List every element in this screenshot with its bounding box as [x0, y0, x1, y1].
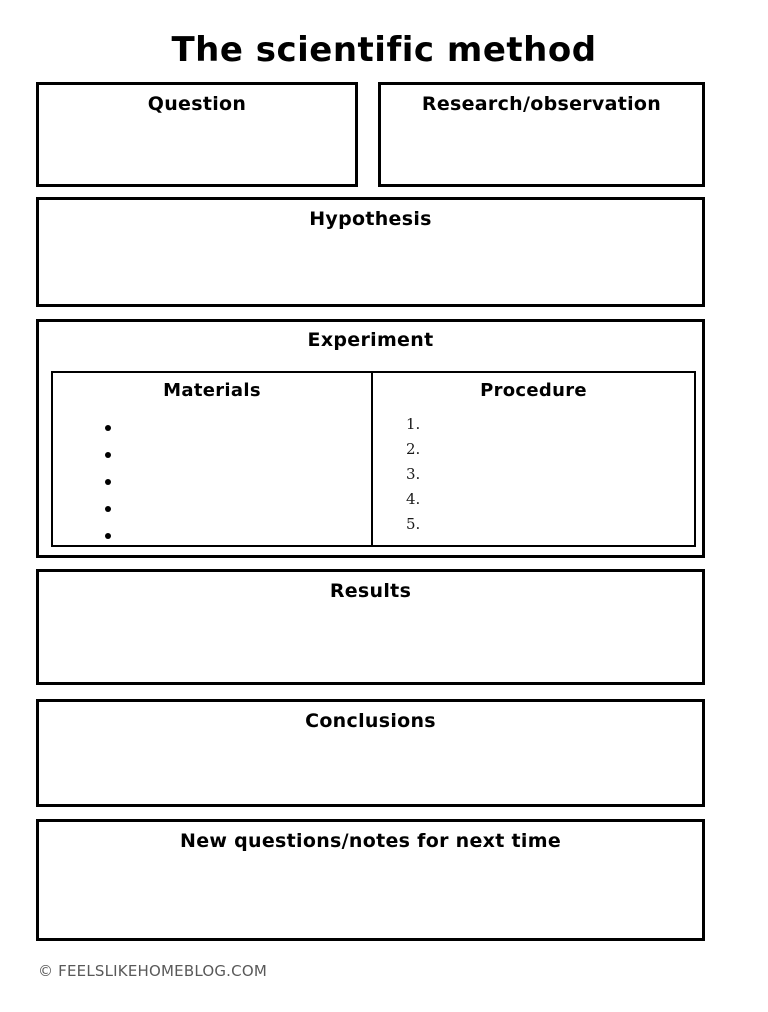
list-item[interactable]	[105, 414, 371, 441]
list-item[interactable]: 1.	[406, 415, 421, 433]
section-conclusions[interactable]: conclusions	[36, 699, 705, 807]
section-materials-heading: materials	[163, 380, 261, 401]
list-item[interactable]: 4.	[406, 490, 421, 508]
section-procedure[interactable]: procedure 1. 2. 3. 4. 5.	[373, 373, 694, 545]
section-results[interactable]: results	[36, 569, 705, 685]
experiment-subsections: materials procedure 1. 2. 3. 4. 5.	[51, 371, 696, 547]
section-materials[interactable]: materials	[53, 373, 373, 545]
section-research-observation[interactable]: research/observation	[378, 82, 705, 187]
section-hypothesis[interactable]: hypothesis	[36, 197, 705, 307]
page-title: The scientific method	[171, 30, 597, 70]
materials-bullet-list	[53, 402, 371, 549]
list-item[interactable]	[105, 495, 371, 522]
list-item[interactable]	[105, 522, 371, 549]
list-item[interactable]: 5.	[406, 515, 421, 533]
section-research-observation-heading: research/observation	[421, 93, 662, 115]
list-item[interactable]	[105, 468, 371, 495]
section-question-heading: question	[147, 93, 247, 115]
procedure-numbered-list: 1. 2. 3. 4. 5.	[373, 402, 694, 537]
section-question[interactable]: question	[36, 82, 358, 187]
section-experiment-heading: experiment	[307, 329, 434, 351]
section-experiment[interactable]: experiment materials procedure 1. 2. 3.	[36, 319, 705, 558]
section-hypothesis-heading: hypothesis	[309, 208, 432, 230]
list-item[interactable]: 3.	[406, 465, 421, 483]
section-new-questions[interactable]: new questions/notes for next time	[36, 819, 705, 941]
list-item[interactable]	[105, 441, 371, 468]
list-item[interactable]: 2.	[406, 440, 421, 458]
section-procedure-heading: procedure	[480, 380, 587, 401]
copyright-credit: © FeelsLikeHomeBlog.com	[38, 962, 267, 980]
section-new-questions-heading: new questions/notes for next time	[179, 830, 562, 852]
section-results-heading: results	[329, 580, 412, 602]
section-conclusions-heading: conclusions	[305, 710, 436, 732]
